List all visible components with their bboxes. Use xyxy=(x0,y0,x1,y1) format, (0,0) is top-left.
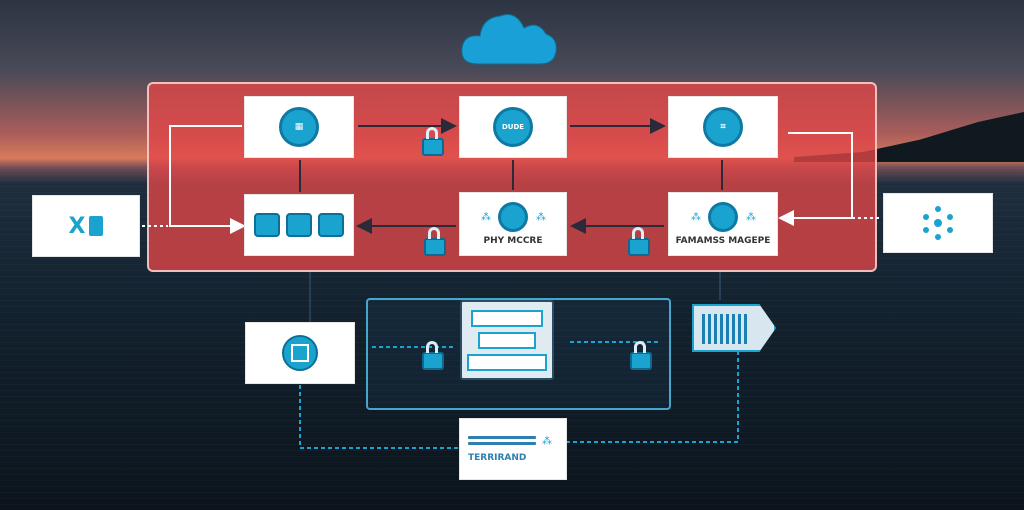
chip-icon xyxy=(282,335,318,371)
cluster-icon: ⁂ xyxy=(691,211,701,223)
node-mid-left xyxy=(244,194,354,256)
node-top-center: DUDE xyxy=(459,96,567,158)
cluster-icon: ⁂ xyxy=(536,211,546,223)
cloud-icon xyxy=(461,14,557,65)
report-card: ⁂ TERRIRAND xyxy=(459,418,567,480)
barcode-icon xyxy=(702,314,750,344)
chip-icon xyxy=(318,213,344,237)
hex-node-icon xyxy=(708,202,738,232)
node-top-left: ▦ xyxy=(244,96,354,158)
node-mid-center: ⁂ ⁂ PHY MCCRE xyxy=(459,192,567,256)
hex-node-icon: ▦ xyxy=(279,107,319,147)
node-caption: PHY MCCRE xyxy=(483,236,543,246)
node-top-right: ⌗ xyxy=(668,96,778,158)
lock-icon xyxy=(628,227,650,256)
tag-card xyxy=(692,304,776,352)
chip-icon xyxy=(254,213,280,237)
node-label: DUDE xyxy=(501,123,525,131)
node-lower-left xyxy=(245,322,355,384)
node-caption: FAMAMSS MAGEPE xyxy=(675,236,771,246)
document-icon xyxy=(89,216,104,236)
input-label: X xyxy=(68,213,86,239)
node-mid-right: ⁂ ⁂ FAMAMSS MAGEPE xyxy=(668,192,778,256)
text-lines xyxy=(468,435,536,447)
grid-icon xyxy=(923,206,953,240)
hex-node-icon: ⌗ xyxy=(703,107,743,147)
cluster-icon: ⁂ xyxy=(542,435,552,447)
lock-icon xyxy=(422,127,444,156)
cluster-icon: ⁂ xyxy=(481,211,491,223)
output-box xyxy=(883,193,993,253)
lock-icon xyxy=(630,341,652,370)
hex-node-icon xyxy=(498,202,528,232)
lock-icon xyxy=(422,341,444,370)
server-stack xyxy=(460,300,554,380)
server-unit xyxy=(467,353,547,371)
server-unit xyxy=(471,309,543,327)
lock-icon xyxy=(424,227,446,256)
report-caption: TERRIRAND xyxy=(468,452,527,463)
server-unit xyxy=(478,331,536,349)
input-box: X xyxy=(32,195,140,257)
chip-icon xyxy=(286,213,312,237)
hex-node-icon: DUDE xyxy=(493,107,533,147)
cluster-icon: ⁂ xyxy=(746,211,756,223)
